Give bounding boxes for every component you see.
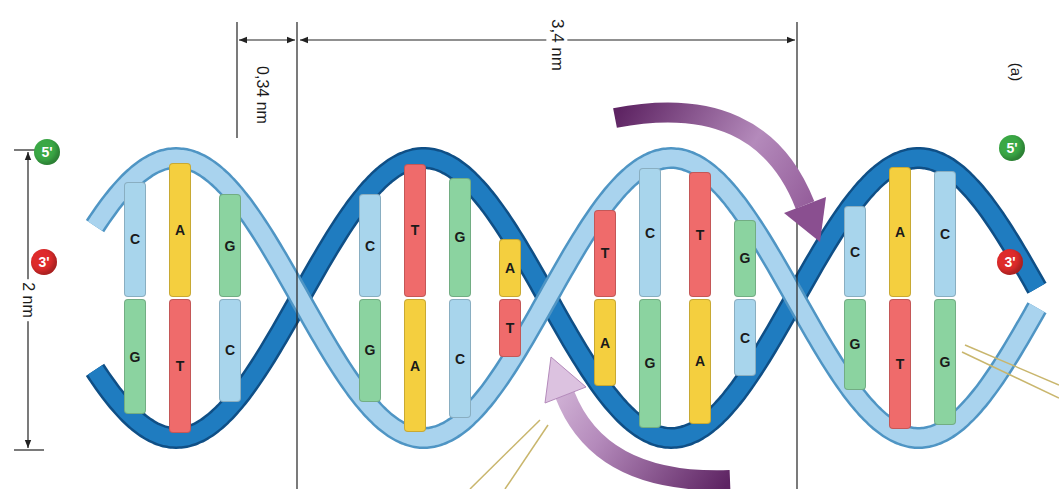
- strand-end-label: 5': [1006, 141, 1017, 155]
- base-segment: T: [499, 299, 521, 357]
- extension-line: [296, 22, 297, 489]
- dimension-label: 0,34 nm: [252, 63, 272, 127]
- dimension-label: 3,4 nm: [547, 16, 568, 74]
- strand-end-marker: 3': [997, 249, 1023, 275]
- base-letter: A: [695, 354, 705, 368]
- extension-line: [796, 22, 797, 489]
- base-letter: T: [411, 223, 420, 237]
- base-segment: T: [689, 172, 711, 297]
- base-segment: C: [124, 182, 146, 297]
- base-letter: T: [696, 228, 705, 242]
- base-letter: A: [600, 336, 610, 350]
- base-letter: G: [645, 356, 656, 370]
- base-segment: C: [359, 194, 381, 297]
- base-letter: T: [506, 321, 515, 335]
- base-segment: A: [169, 163, 191, 297]
- base-letter: T: [896, 357, 905, 371]
- base-letter: C: [365, 239, 375, 253]
- rotation-arrowhead: [545, 357, 586, 403]
- base-segment: C: [734, 299, 756, 376]
- rotation-arrows: [545, 113, 826, 481]
- base-letter: C: [740, 331, 750, 345]
- extension-line: [236, 22, 237, 138]
- strand-end-marker: 5': [34, 139, 60, 165]
- base-letter: G: [740, 251, 751, 265]
- extension-line: [14, 449, 44, 450]
- base-segment: A: [889, 167, 911, 297]
- base-segment: A: [404, 299, 426, 432]
- base-segment: A: [594, 299, 616, 386]
- base-segment: G: [449, 178, 471, 297]
- base-segment: G: [359, 299, 381, 402]
- base-segment: G: [844, 299, 866, 390]
- base-segment: A: [689, 299, 711, 424]
- base-letter: C: [455, 352, 465, 366]
- strand-end-marker: 3': [31, 249, 57, 275]
- base-letter: G: [455, 230, 466, 244]
- base-segment: A: [499, 239, 521, 297]
- base-segment: C: [449, 299, 471, 418]
- base-segment: T: [594, 210, 616, 297]
- dimension-line: [239, 39, 295, 40]
- base-letter: A: [410, 359, 420, 373]
- base-letter: G: [850, 337, 861, 351]
- base-letter: C: [130, 232, 140, 246]
- base-letter: T: [176, 359, 185, 373]
- rotation-arrowhead: [784, 197, 826, 242]
- base-letter: G: [225, 239, 236, 253]
- base-segment: C: [934, 171, 956, 297]
- leader-line: [505, 425, 548, 489]
- leader-lines: [470, 345, 1059, 489]
- base-letter: G: [365, 343, 376, 357]
- leader-line: [965, 345, 1059, 385]
- base-letter: A: [505, 261, 515, 275]
- base-segment: T: [889, 299, 911, 429]
- base-letter: G: [940, 355, 951, 369]
- base-segment: G: [734, 220, 756, 297]
- strand-end-label: 3': [1004, 255, 1015, 269]
- figure-letter: (a): [1007, 60, 1026, 84]
- strand-end-marker: 5': [999, 135, 1025, 161]
- base-segment: C: [844, 206, 866, 297]
- dimension-label: 2 nm: [18, 279, 38, 321]
- base-letter: A: [895, 225, 905, 239]
- base-segment: T: [404, 164, 426, 297]
- strand-end-label: 5': [41, 145, 52, 159]
- base-letter: G: [130, 350, 141, 364]
- base-segment: T: [169, 299, 191, 433]
- base-segment: G: [934, 299, 956, 425]
- base-letter: C: [940, 227, 950, 241]
- base-letter: C: [850, 245, 860, 259]
- base-letter: A: [175, 223, 185, 237]
- dimension-lines: [14, 22, 797, 489]
- base-letter: C: [225, 343, 235, 357]
- base-segment: G: [639, 299, 661, 428]
- base-letter: C: [645, 226, 655, 240]
- leader-line: [470, 420, 540, 489]
- base-segment: G: [124, 299, 146, 414]
- strand-end-label: 3': [38, 255, 49, 269]
- base-letter: T: [601, 246, 610, 260]
- base-segment: G: [219, 194, 241, 297]
- base-segment: C: [219, 299, 241, 402]
- leader-line: [962, 352, 1059, 398]
- base-segment: C: [639, 168, 661, 297]
